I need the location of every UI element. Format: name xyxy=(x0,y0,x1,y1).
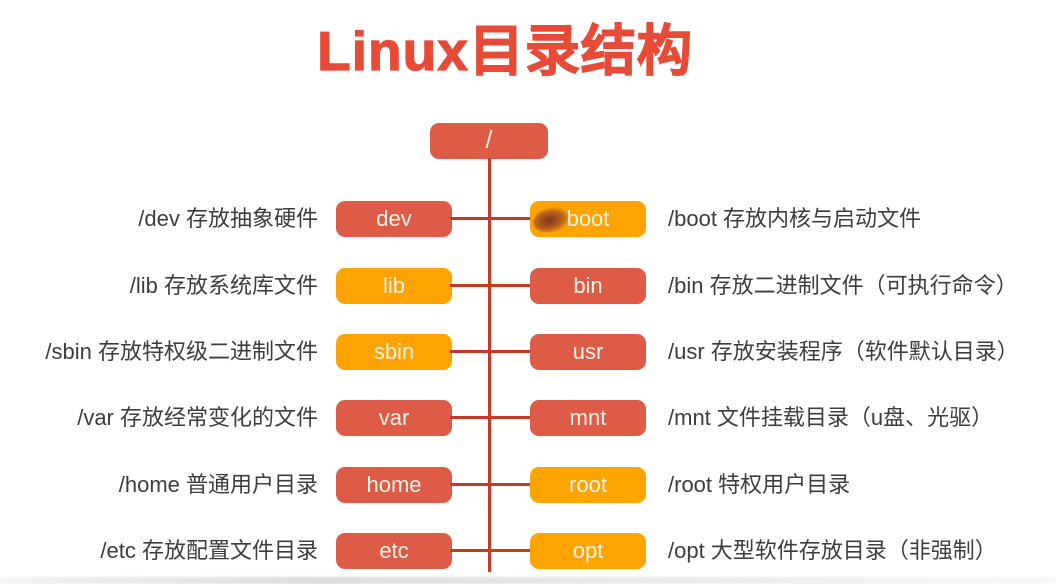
connector-line xyxy=(450,284,490,287)
dir-description-usr: /usr 存放安装程序（软件默认目录） xyxy=(668,339,1019,364)
connector-line xyxy=(450,350,490,353)
page-title: Linux目录结构 xyxy=(317,19,693,82)
dir-node-label: bin xyxy=(573,273,603,298)
dir-description-etc: /etc 存放配置文件目录 xyxy=(100,538,318,563)
dir-node-label: root xyxy=(569,472,607,497)
connector-line xyxy=(489,350,532,353)
dir-node-dev: dev xyxy=(336,201,452,237)
connector-line xyxy=(489,217,532,220)
dir-node-var: var xyxy=(336,400,452,436)
dir-description-var: /var 存放经常变化的文件 xyxy=(77,405,318,430)
dir-node-mnt: mnt xyxy=(530,400,646,436)
dir-node-opt: opt xyxy=(530,533,646,569)
dir-node-label: lib xyxy=(382,273,405,298)
dir-description-home: /home 普通用户目录 xyxy=(118,472,318,497)
dir-node-boot: boot xyxy=(530,201,646,237)
dir-node-root: root xyxy=(530,467,646,503)
root-node: / xyxy=(430,123,548,159)
dir-description-root: /root 特权用户目录 xyxy=(668,472,851,497)
tree-row: /etc 存放配置文件目录 etc opt /opt 大型软件存放目录（非强制） xyxy=(0,533,1056,569)
dir-node-label: usr xyxy=(572,339,604,364)
tree-row: /sbin 存放特权级二进制文件 sbin usr /usr 存放安装程序（软件… xyxy=(0,334,1056,370)
dir-description-bin: /bin 存放二进制文件（可执行命令） xyxy=(668,273,1018,298)
connector-line xyxy=(489,416,532,419)
connector-line xyxy=(489,483,532,486)
dir-node-sbin: sbin xyxy=(336,334,452,370)
connector-line xyxy=(450,549,490,552)
tree-row: /lib 存放系统库文件 lib bin /bin 存放二进制文件（可执行命令） xyxy=(0,268,1056,304)
tree-row: /dev 存放抽象硬件 dev boot /boot 存放内核与启动文件 xyxy=(0,201,1056,237)
tree-row: /var 存放经常变化的文件 var mnt /mnt 文件挂载目录（u盘、光驱… xyxy=(0,400,1056,436)
dir-node-label: var xyxy=(378,405,410,430)
stain-smudge xyxy=(530,204,572,236)
connector-line xyxy=(450,483,490,486)
dir-node-label: dev xyxy=(376,206,412,231)
dir-description-lib: /lib 存放系统库文件 xyxy=(129,273,318,298)
dir-description-opt: /opt 大型软件存放目录（非强制） xyxy=(668,538,997,563)
dir-node-label: sbin xyxy=(373,339,415,364)
dir-node-lib: lib xyxy=(336,268,452,304)
dir-node-label: opt xyxy=(572,538,604,563)
dir-description-sbin: /sbin 存放特权级二进制文件 xyxy=(45,339,318,364)
dir-node-usr: usr xyxy=(530,334,646,370)
dir-node-label: etc xyxy=(379,538,409,563)
bottom-edge-shadow xyxy=(0,577,1056,584)
connector-line xyxy=(489,284,532,287)
dir-description-boot: /boot 存放内核与启动文件 xyxy=(668,206,922,231)
tree-row: /home 普通用户目录 home root /root 特权用户目录 xyxy=(0,467,1056,503)
dir-node-home: home xyxy=(336,467,452,503)
dir-node-label: mnt xyxy=(569,405,607,430)
dir-node-etc: etc xyxy=(336,533,452,569)
dir-node-label: home xyxy=(366,472,422,497)
dir-description-mnt: /mnt 文件挂载目录（u盘、光驱） xyxy=(668,405,994,430)
dir-node-label: boot xyxy=(566,206,610,231)
dir-description-dev: /dev 存放抽象硬件 xyxy=(138,206,318,231)
connector-line xyxy=(450,416,490,419)
dir-node-bin: bin xyxy=(530,268,646,304)
tree-trunk-line xyxy=(488,158,491,572)
connector-line xyxy=(450,217,490,220)
connector-line xyxy=(489,549,532,552)
